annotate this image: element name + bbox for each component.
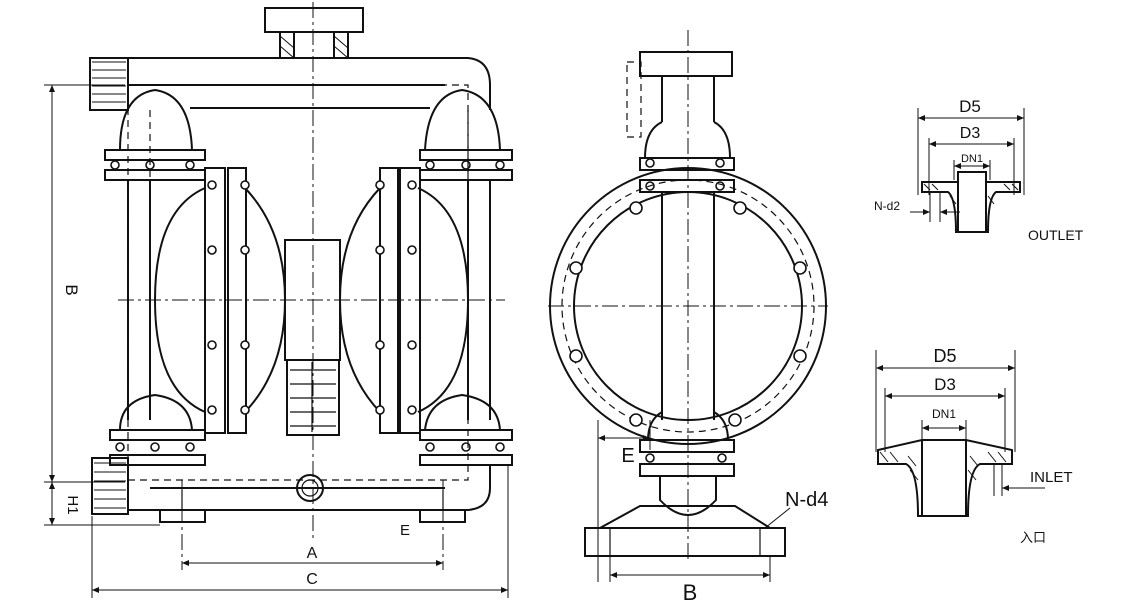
outlet-nd2-label: N-d2 [874,199,900,213]
side-view [548,30,828,560]
dim-label-b-side: B [683,580,698,605]
dim-label-e-front: E [400,522,410,539]
dim-label-b-front: B [62,284,81,295]
inlet-title: INLET [1030,469,1073,486]
outlet-dn1-label: DN1 [961,153,983,165]
outlet-title: OUTLET [1028,227,1084,243]
inlet-d5-label: D5 [933,346,956,366]
upper-flange-bolts [110,160,505,170]
dim-label-e-side: E [621,445,634,467]
lower-flange-bolts [115,442,505,452]
dim-label-a: A [307,545,318,562]
inlet-d3-label: D3 [934,375,956,394]
outlet-d3-label: D3 [960,125,981,142]
outlet-d5-label: D5 [959,97,981,116]
dim-label-nd4: N-d4 [785,489,828,511]
dim-label-h1: H1 [64,495,81,514]
dim-label-c: C [306,571,318,588]
inlet-detail [875,350,1045,517]
side-dimensions [597,420,791,582]
front-dimensions [44,84,509,598]
outlet-detail [910,108,1025,233]
inlet-title-cn: 入口 [1020,530,1046,545]
inlet-dn1-label: DN1 [932,407,956,421]
front-view [89,2,513,570]
side-ring-bolts [569,201,807,427]
diaphragm-bolts [207,180,417,415]
